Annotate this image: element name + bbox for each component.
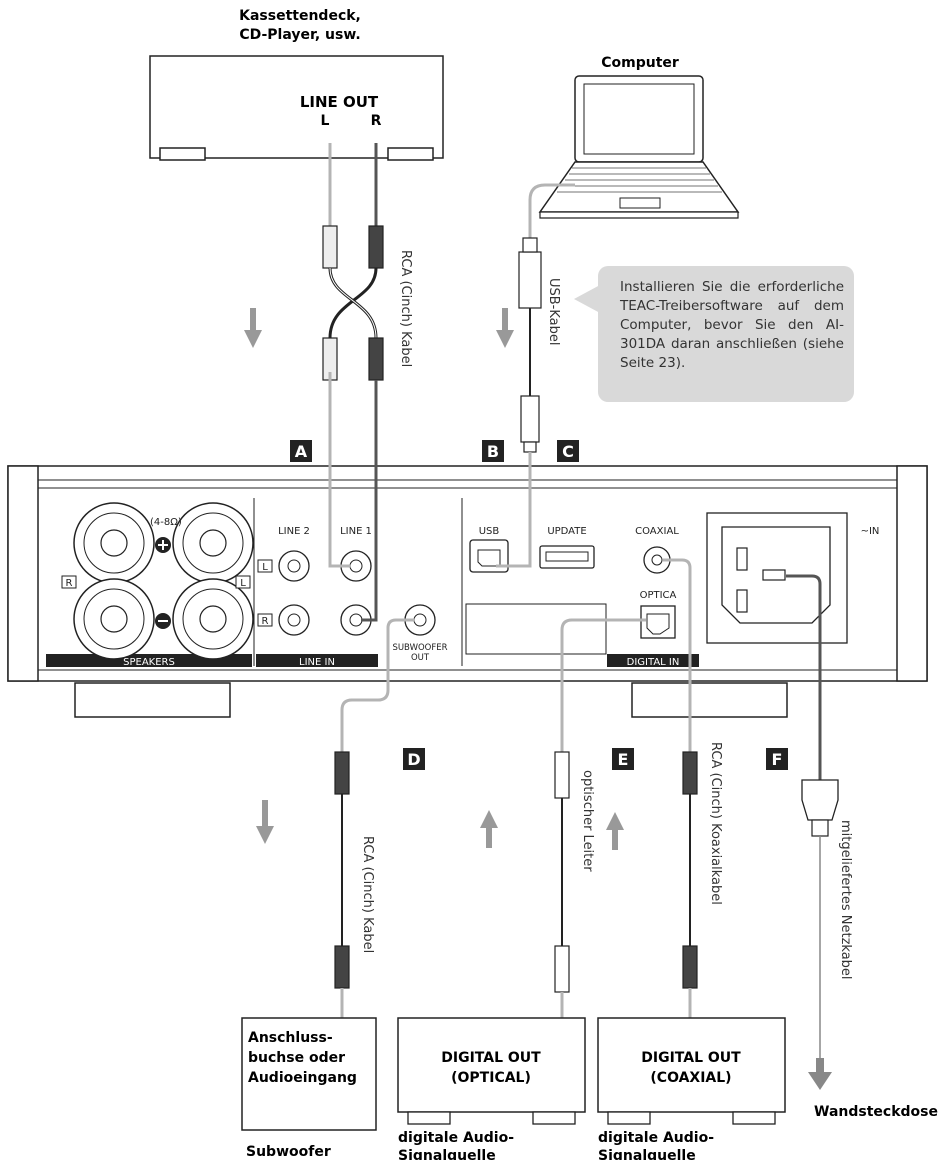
update-label: UPDATE	[547, 526, 586, 537]
svg-text:Audioeingang: Audioeingang	[248, 1070, 357, 1086]
speaker-l-label: L	[240, 578, 246, 589]
cable-optical	[554, 618, 646, 1018]
usb-label: USB	[479, 526, 500, 537]
cable-power-label: mitgeliefertes Netzkabel	[838, 820, 853, 980]
cable-a-l-plug	[328, 436, 351, 568]
computer-label: Computer	[601, 55, 679, 71]
digital-in-label: DIGITAL IN	[627, 657, 680, 668]
speaker-terminal-l-minus	[172, 578, 254, 660]
subwoofer-out-label-2: OUT	[411, 653, 430, 663]
laptop-icon	[538, 75, 740, 219]
line1-r-jack	[340, 604, 372, 636]
cable-power	[786, 574, 839, 1058]
line2-label: LINE 2	[278, 526, 310, 537]
speaker-terminal-r-minus	[73, 578, 155, 660]
cable-usb-plug	[496, 452, 532, 568]
cable-coaxial-label: RCA (Cinch) Koaxialkabel	[708, 742, 723, 905]
digital-coaxial-source: DIGITAL OUT (COAXIAL)	[597, 1017, 786, 1125]
svg-text:F: F	[772, 750, 783, 769]
digital-source-caption-1a: digitale Audio-	[398, 1130, 514, 1146]
cable-coaxial	[663, 558, 698, 1018]
marker-c: C	[557, 440, 579, 462]
line1-label: LINE 1	[340, 526, 372, 537]
amplifier-rear-panel	[7, 465, 928, 718]
marker-f: F	[766, 748, 788, 770]
digital-source-caption-1b: Signalquelle	[398, 1148, 496, 1160]
line-in-r-label: R	[262, 616, 269, 627]
digital-source-caption-2a: digitale Audio-	[598, 1130, 714, 1146]
marker-b: B	[482, 440, 504, 462]
ac-in-label: ~IN	[861, 526, 880, 537]
svg-text:(COAXIAL): (COAXIAL)	[650, 1070, 731, 1086]
line-out-right-label: R	[371, 113, 382, 129]
arrow-b-icon	[496, 308, 514, 348]
line2-r-jack	[278, 604, 310, 636]
subwoofer-caption: Subwoofer	[246, 1144, 331, 1160]
svg-text:Anschluss-: Anschluss-	[248, 1030, 333, 1046]
svg-text:buchse oder: buchse oder	[248, 1050, 345, 1066]
cable-a-rca	[322, 143, 384, 436]
speaker-r-label: R	[66, 578, 73, 589]
arrow-optical-icon	[480, 810, 498, 848]
cable-usb-label: USB-Kabel	[546, 278, 561, 346]
callout-pointer	[574, 285, 600, 313]
svg-text:E: E	[618, 750, 629, 769]
subwoofer-out-label-1: SUBWOOFER	[392, 643, 447, 653]
arrow-d-icon	[256, 800, 274, 844]
cable-a-label: RCA (Cinch) Kabel	[398, 250, 413, 367]
cable-usb	[518, 183, 575, 453]
svg-text:C: C	[562, 442, 574, 461]
digital-optical-source: DIGITAL OUT (OPTICAL)	[397, 1017, 586, 1125]
svg-text:(OPTICAL): (OPTICAL)	[451, 1070, 531, 1086]
coaxial-label: COAXIAL	[635, 526, 679, 537]
subwoofer-box: Anschluss- buchse oder Audioeingang	[241, 1017, 377, 1131]
source-device: LINE OUT L R	[149, 55, 444, 161]
wall-outlet-label: Wandsteckdose	[814, 1104, 938, 1120]
speaker-terminal-l-plus	[172, 502, 254, 584]
speaker-terminal-r-plus	[73, 502, 155, 584]
svg-text:DIGITAL OUT: DIGITAL OUT	[441, 1050, 541, 1066]
marker-d: D	[403, 748, 425, 770]
line1-l-jack	[340, 550, 372, 582]
line-in-l-label: L	[262, 562, 268, 573]
line-out-label: LINE OUT	[300, 93, 379, 111]
cassette-deck-label-1: Kassettendeck,	[239, 8, 361, 24]
svg-text:D: D	[407, 750, 420, 769]
coaxial-jack	[643, 546, 671, 574]
impedance-label: (4-8Ω)	[150, 517, 182, 528]
cable-optical-label: optischer Leiter	[580, 770, 595, 872]
arrow-a-icon	[244, 308, 262, 348]
svg-text:A: A	[295, 442, 308, 461]
cable-d-label: RCA (Cinch) Kabel	[360, 836, 375, 953]
marker-e: E	[612, 748, 634, 770]
svg-text:B: B	[487, 442, 499, 461]
cassette-deck-label-2: CD-Player, usw.	[239, 27, 360, 43]
optical-label: OPTICA	[640, 590, 677, 601]
digital-source-caption-2b: Signalquelle	[598, 1148, 696, 1160]
marker-a: A	[290, 440, 312, 462]
svg-text:DIGITAL OUT: DIGITAL OUT	[641, 1050, 741, 1066]
speakers-label: SPEAKERS	[123, 657, 175, 668]
arrow-power-icon	[808, 1058, 832, 1090]
driver-install-note: Installieren Sie die erforderliche TEAC-…	[598, 266, 854, 402]
cable-d-rca	[334, 618, 415, 1018]
line2-l-jack	[278, 550, 310, 582]
line-out-left-label: L	[321, 113, 330, 129]
line-in-label: LINE IN	[299, 657, 335, 668]
arrow-coaxial-icon	[606, 812, 624, 850]
cable-a-r-plug	[361, 436, 378, 622]
